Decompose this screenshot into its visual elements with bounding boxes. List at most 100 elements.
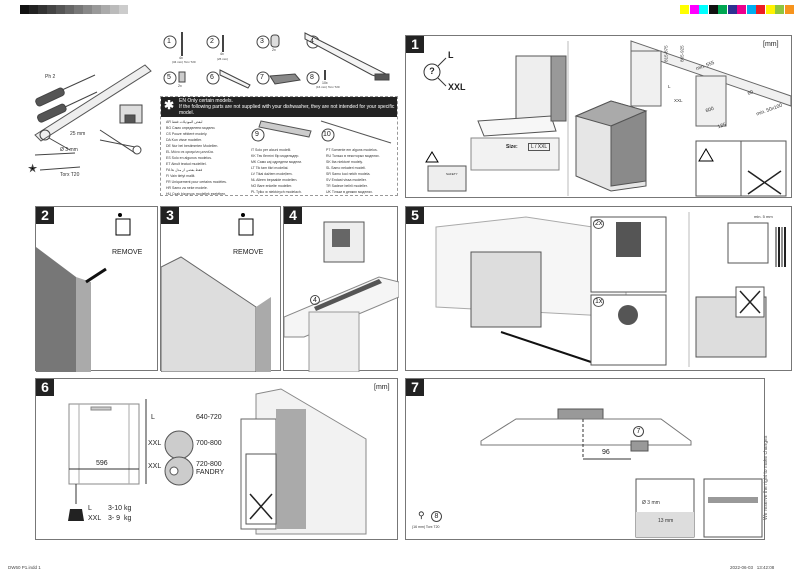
language-note: PL Tylko w niektórych modelach. [251, 190, 302, 194]
dishwasher-open-door [477, 55, 567, 137]
weight-range: 3- 9 kg [108, 515, 132, 522]
weight-icon [68, 509, 84, 521]
drill-diameter: Ø 3 mm [642, 500, 660, 506]
grey-swatch [74, 5, 83, 14]
part-number: 6 [210, 74, 214, 81]
part-note: (26 mm) [217, 57, 229, 61]
tape-measure-icon [119, 104, 143, 124]
grey-swatch [29, 5, 38, 14]
color-swatch [699, 5, 708, 14]
part-qty: 2x [272, 48, 276, 52]
step-number: 1 [406, 36, 424, 53]
step-6-panel: 6 [mm] 596 L 640-720 XXL 700-800 XXL 720… [35, 378, 398, 540]
grey-swatch [92, 5, 101, 14]
tools-illustration: ★ Ph 2 25 mm Ø 3 mm Torx T20 [25, 35, 160, 195]
language-note: SL Samo nekateri modeli. [326, 166, 366, 170]
language-note: PT Somente em alguns modelos. [326, 148, 378, 152]
language-note: BG Само определени модели. [166, 126, 216, 130]
size-label: L [151, 414, 155, 421]
min-clearance-label: min. 5 mm [754, 214, 773, 219]
height-range: 700-800 [196, 440, 222, 447]
remove-label: REMOVE [233, 249, 264, 256]
barcode [775, 227, 786, 267]
rating-plate-size-value: L / XXL [528, 143, 551, 151]
language-note: LT Tik tam tikri modeliai. [251, 166, 289, 170]
unit-label: [mm] [374, 384, 390, 391]
part-callout: 7 [633, 426, 644, 437]
language-note: HU Csak bizonyos modellek esetében. [166, 192, 227, 196]
height-range: 720-800 FANDRY [196, 461, 225, 476]
language-note: DA Kun visse modeller. [166, 138, 202, 142]
spirit-level-icon [34, 64, 152, 142]
language-list-1: AR لبعض الموديلات فقط BG Само определени … [166, 119, 246, 197]
part-number: 3 [260, 38, 264, 45]
pliers-icon [99, 129, 142, 155]
language-note: ES Solo en algunos modelos. [166, 156, 212, 160]
step-number: 2 [36, 207, 54, 224]
trash-bin-icon [115, 213, 131, 236]
color-swatch [737, 5, 746, 14]
part-callout: 8 [431, 511, 442, 522]
color-swatch [756, 5, 765, 14]
language-note: SR Samo kod nekih modela. [326, 172, 371, 176]
part-number: 2 [210, 38, 214, 45]
part-note: (16 mm) Torx T20 [316, 85, 340, 89]
optional-parts-notice: ✱ EN Only certain models. If the followi… [160, 96, 398, 196]
grey-swatch [38, 5, 47, 14]
screw-note: (16 mm) Torx T20 [412, 525, 440, 529]
safety-manual-icon [425, 151, 467, 192]
color-swatch [775, 5, 784, 14]
language-note: SV Endast vissa modeller. [326, 178, 367, 182]
part-number: 5 [167, 74, 171, 81]
color-swatch [746, 5, 756, 14]
grey-swatch [47, 5, 56, 14]
dimension: XXL [674, 98, 683, 103]
step-number: 7 [406, 379, 424, 396]
parts-list: 1 2 3 4 5 6 7 8 4x (34 mm) Torx T20 4x (… [160, 30, 400, 95]
safety-label: SAFETY [446, 172, 458, 176]
language-note: EL Μόνο σε ορισμένα μοντέλα. [166, 150, 214, 154]
step-number: 3 [161, 207, 179, 224]
language-note: FR Uniquement pour certains modèles. [166, 180, 227, 184]
part-qty: 4x [179, 56, 183, 60]
level-label: 25 mm [70, 131, 86, 137]
size-label: L [88, 505, 92, 512]
ph2-label: Ph 2 [45, 74, 56, 80]
language-note: CS Pouze některé modely. [166, 132, 208, 136]
weight-range: 3-10 kg [108, 505, 132, 512]
part-number: 7 [260, 74, 264, 81]
language-list-3: PT Somente em alguns modelos.RU Только в… [326, 147, 398, 195]
language-note: IT Solo per alcuni modelli. [251, 148, 292, 152]
language-note: NL Alleen bepaalde modellen. [251, 178, 298, 182]
part-number: 4 [310, 38, 314, 45]
screwdriver-icon [37, 91, 98, 123]
footer-timestamp: 2022-06-03 13:42:08 [730, 565, 775, 570]
dishwasher-illustration [574, 100, 648, 192]
svg-text:★: ★ [29, 164, 36, 173]
grey-swatch [101, 5, 110, 14]
language-note: HR Samo za neke modele. [166, 186, 208, 190]
grey-swatch [83, 5, 92, 14]
quantity-1x: 1x [593, 297, 605, 307]
notice-line1: EN Only certain models. [179, 98, 233, 104]
language-note: AR لبعض الموديلات فقط [166, 120, 203, 124]
color-swatch [765, 5, 775, 14]
color-swatch [708, 5, 718, 14]
question-icon: ? [429, 66, 435, 76]
part-number: 8 [310, 74, 314, 81]
trash-bin-icon [238, 213, 254, 236]
screw-icon: ⚲ [418, 510, 425, 520]
part-callout: 4 [310, 295, 320, 305]
drill-size-label: Ø 3 mm [60, 147, 78, 153]
language-note: LV Tikai dažiem modeļiem. [251, 172, 293, 176]
rating-plate-size-label: Size: [506, 144, 518, 150]
language-note: KK Тек белгілі бір модельдер. [251, 154, 300, 158]
drill-depth: 13 mm [658, 518, 674, 524]
screwdriver-icon [35, 74, 96, 107]
cabinet-niche-diagram [630, 40, 792, 127]
distance-dimension: 96 [602, 449, 610, 456]
language-note: DE Nur bei bestimmten Modellen. [166, 144, 219, 148]
language-note: FI Vain tietyt mallit. [166, 174, 196, 178]
size-xxl-label: XXL [448, 82, 466, 92]
unit-label: [mm] [763, 41, 779, 48]
